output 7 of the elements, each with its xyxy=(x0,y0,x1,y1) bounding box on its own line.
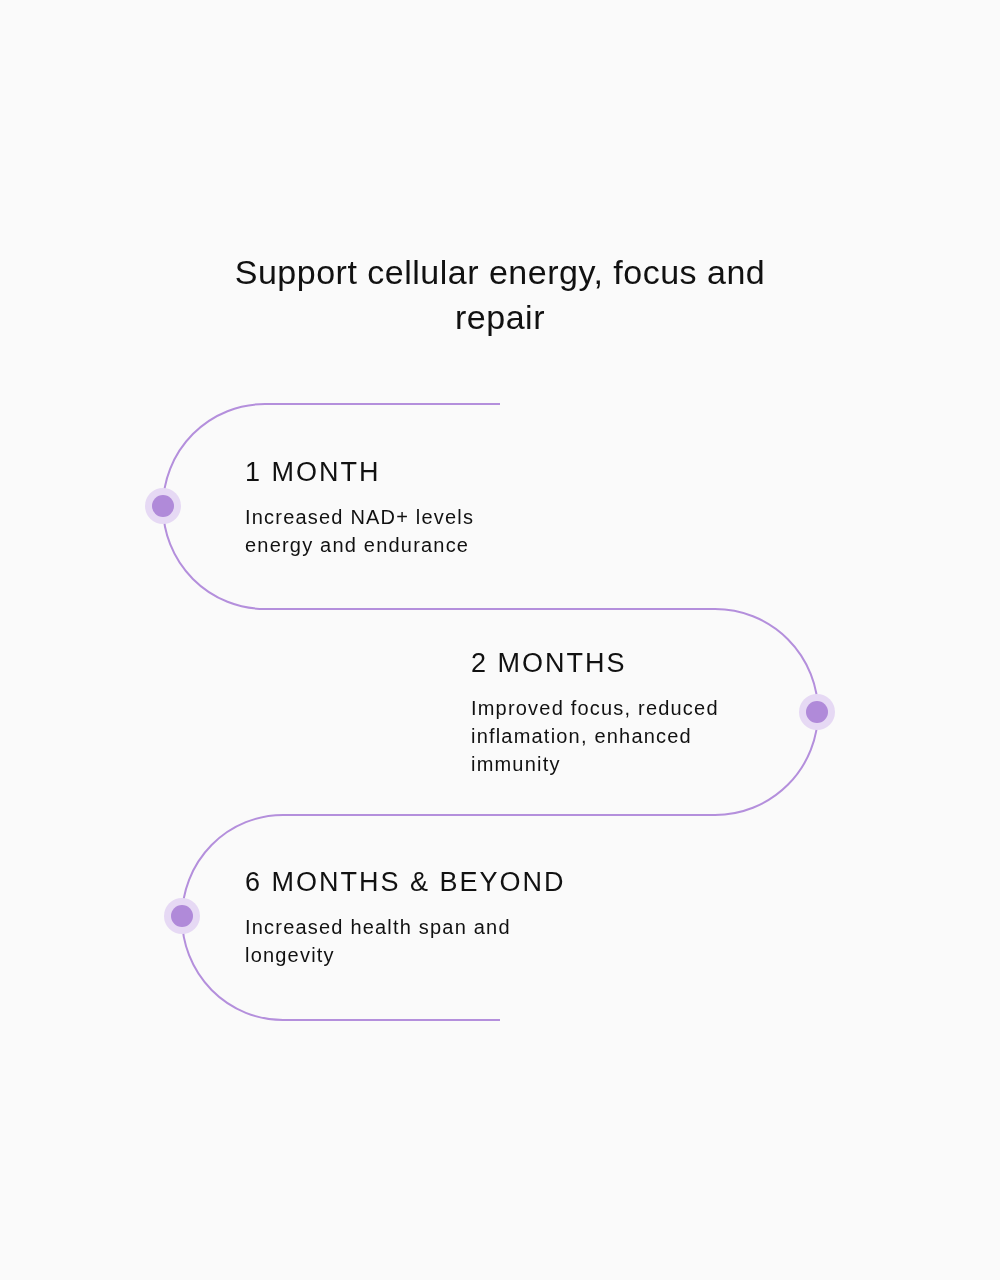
stage-description: Increased NAD+ levels energy and endurance xyxy=(245,505,476,558)
stage-heading: 2 MONTHS xyxy=(471,647,628,680)
stage-description: Improved focus, reduced inflamation, enhanced immunity xyxy=(471,696,720,777)
stage-heading: 6 MONTHS & BEYOND xyxy=(245,866,567,899)
stage-description: Increased health span and longevity xyxy=(245,915,512,968)
stage-heading: 1 MONTH xyxy=(245,456,382,489)
diagram-title: Support cellular energy, focus and repair xyxy=(233,252,767,338)
